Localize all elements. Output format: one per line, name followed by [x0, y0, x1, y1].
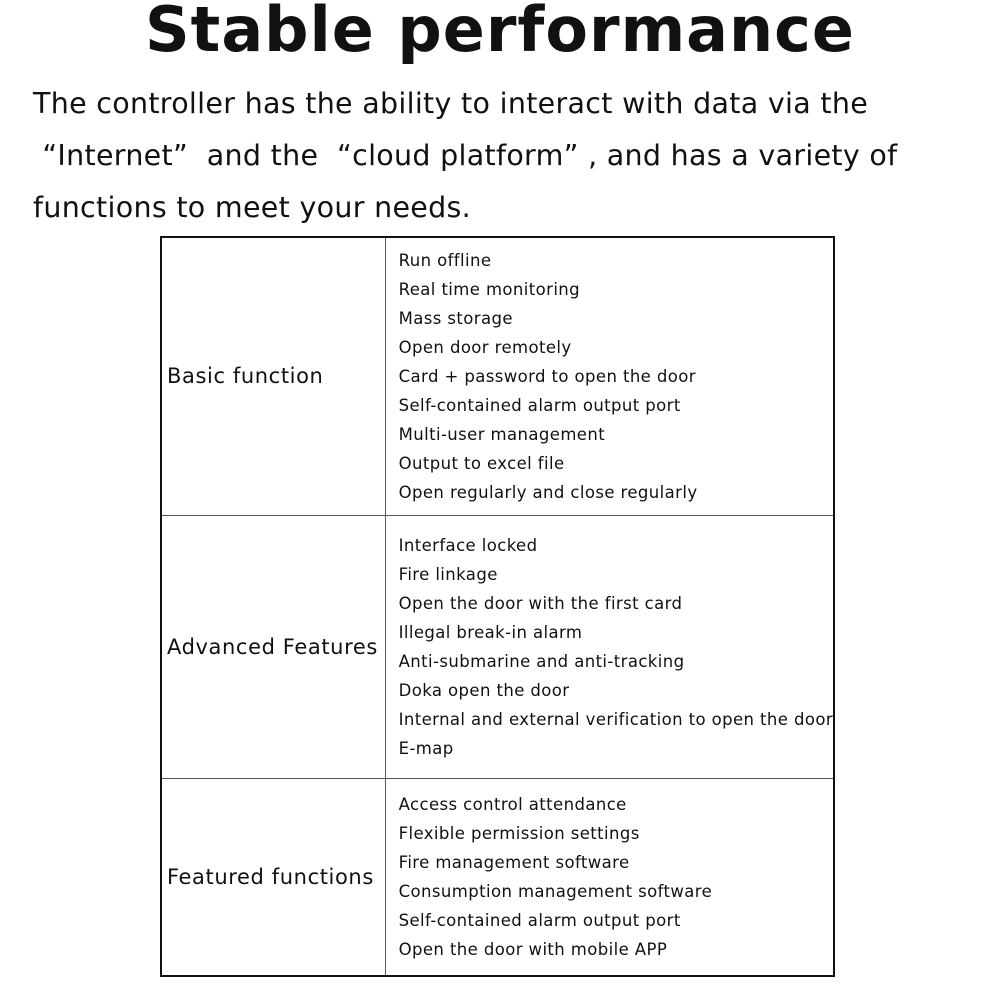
- feature-list: Interface locked Fire linkage Open the d…: [399, 531, 833, 763]
- list-item: Illegal break-in alarm: [398, 622, 583, 642]
- list-item: Card + password to open the door: [398, 366, 696, 386]
- list-item: Open the door with mobile APP: [398, 939, 668, 959]
- list-item: Real time monitoring: [398, 279, 581, 299]
- list-item: Fire linkage: [398, 564, 498, 584]
- list-item: Run offline: [398, 250, 492, 270]
- feature-list: Run offline Real time monitoring Mass st…: [399, 246, 833, 507]
- category-label: Advanced Features: [160, 514, 386, 779]
- feature-list: Access control attendance Flexible permi…: [399, 790, 833, 964]
- list-item: Doka open the door: [398, 680, 570, 700]
- table-row-featured: Featured functions Access control attend…: [160, 777, 835, 977]
- feature-list-cell: Access control attendance Flexible permi…: [384, 777, 835, 977]
- list-item: Open the door with the first card: [398, 593, 683, 613]
- intro-paragraph: The controller has the ability to intera…: [33, 78, 983, 234]
- list-item: Self-contained alarm output port: [398, 395, 681, 415]
- list-item: Interface locked: [398, 535, 538, 555]
- list-item: Flexible permission settings: [398, 823, 640, 843]
- list-item: Multi-user management: [398, 424, 606, 444]
- list-item: Open regularly and close regularly: [398, 482, 698, 502]
- feature-table: Basic function Run offline Real time mon…: [160, 236, 835, 977]
- list-item: Consumption management software: [398, 881, 713, 901]
- list-item: Internal and external verification to op…: [398, 709, 833, 729]
- list-item: Output to excel file: [398, 453, 565, 473]
- list-item: Open door remotely: [398, 337, 572, 357]
- list-item: E-map: [398, 738, 454, 758]
- category-label: Featured functions: [160, 777, 386, 977]
- page-title: Stable performance: [145, 0, 855, 66]
- list-item: Anti-submarine and anti-tracking: [398, 651, 685, 671]
- list-item: Access control attendance: [398, 794, 627, 814]
- table-row-advanced: Advanced Features Interface locked Fire …: [160, 514, 835, 779]
- feature-list-cell: Interface locked Fire linkage Open the d…: [384, 514, 835, 779]
- list-item: Self-contained alarm output port: [398, 910, 681, 930]
- category-label: Basic function: [160, 236, 386, 516]
- intro-line: The controller has the ability to intera…: [33, 87, 869, 120]
- list-item: Mass storage: [398, 308, 513, 328]
- table-row-basic: Basic function Run offline Real time mon…: [160, 236, 835, 516]
- intro-line: “Internet” and the “cloud platform” , an…: [33, 139, 898, 172]
- feature-list-cell: Run offline Real time monitoring Mass st…: [384, 236, 835, 516]
- list-item: Fire management software: [398, 852, 630, 872]
- intro-line: functions to meet your needs.: [33, 191, 472, 224]
